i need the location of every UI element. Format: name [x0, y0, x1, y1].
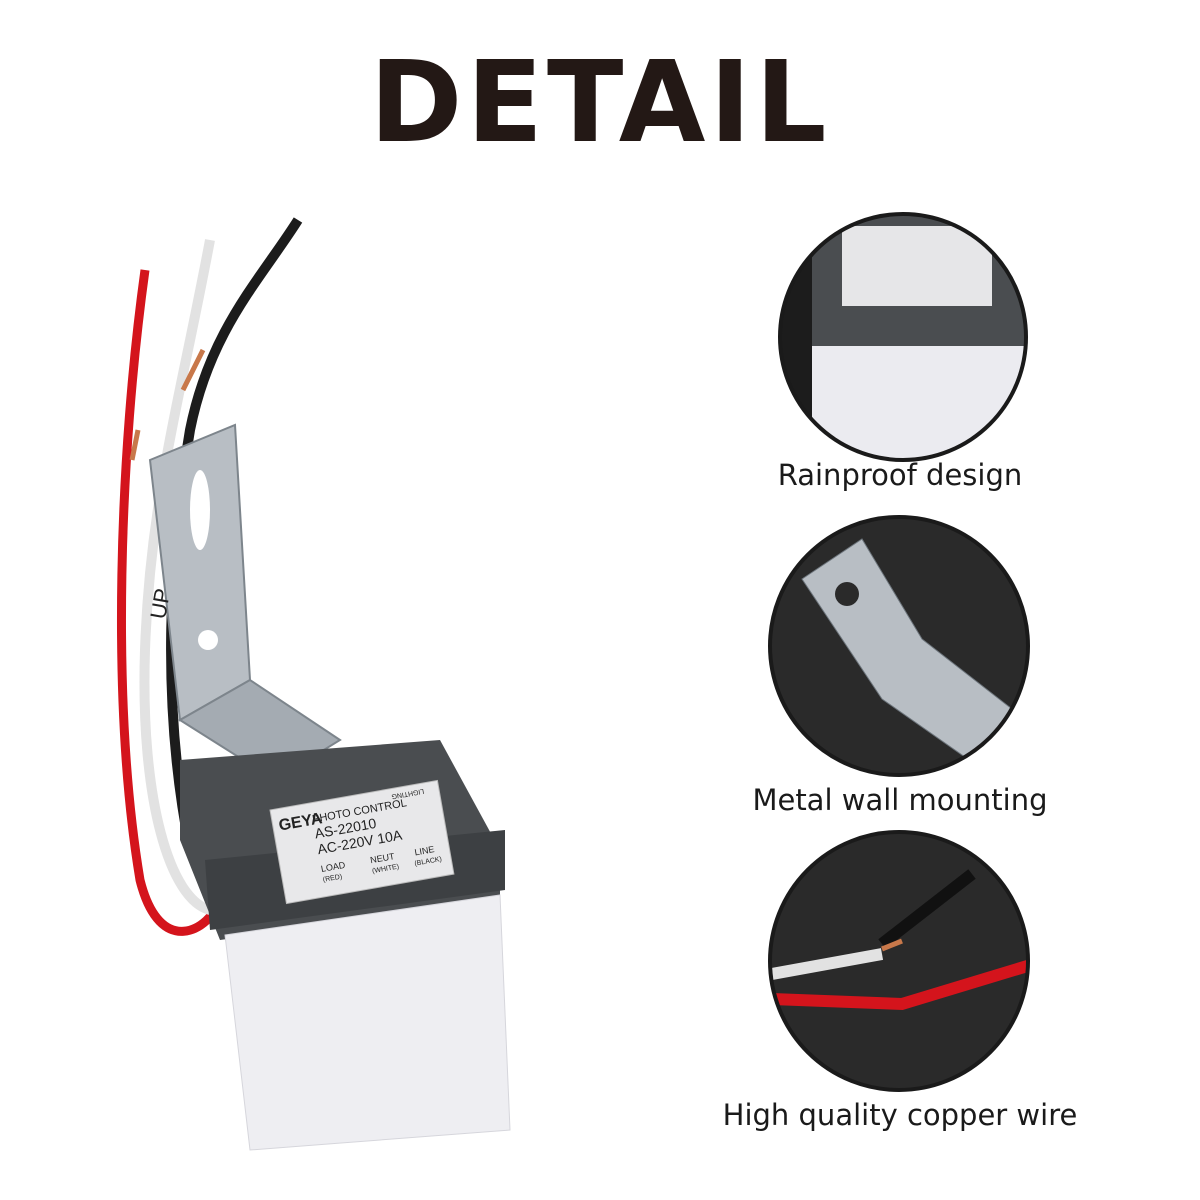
terminal-load: LOAD	[320, 860, 346, 874]
rainproof-closeup-image	[778, 212, 1028, 462]
feature-caption: Metal wall mounting	[752, 783, 1048, 817]
bracket-closeup-image	[768, 515, 1030, 777]
terminal-line-color: (BLACK)	[414, 856, 442, 868]
feature-caption: Rainproof design	[777, 458, 1023, 492]
wire-closeup-image	[768, 830, 1030, 1092]
feature-caption: High quality copper wire	[722, 1098, 1078, 1132]
page-title: DETAIL	[369, 38, 831, 168]
terminal-neut: NEUT	[369, 851, 395, 865]
terminal-line: LINE	[414, 844, 435, 857]
terminal-load-color: (RED)	[322, 874, 342, 884]
product-photo: UP GEYA PHOTO CONTROL AS-22010 AC-220V 1…	[117, 217, 511, 1151]
terminal-neut-color: (WHITE)	[372, 864, 400, 876]
bracket-up-text: UP	[145, 586, 175, 620]
